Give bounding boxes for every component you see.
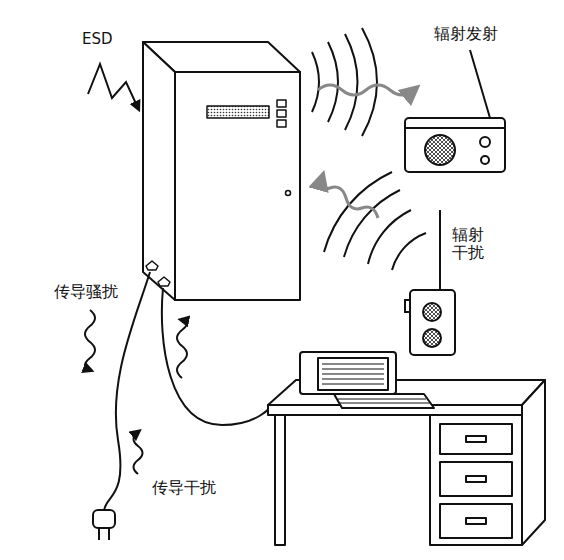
cabinet [143, 42, 300, 300]
walkie-talkie [405, 210, 455, 355]
interference-arrow [321, 178, 378, 218]
conducted-arrows [85, 310, 187, 474]
emission-arrow [318, 85, 414, 95]
emission-label: 辐射发射 [432, 24, 500, 43]
cables [104, 272, 302, 512]
conducted-interference-label: 传导干扰 [150, 478, 218, 497]
conducted-emission-label: 传导骚扰 [52, 282, 120, 301]
emission-waves [312, 28, 377, 136]
mains-plug [93, 510, 115, 540]
interference-label: 辐射 干扰 [450, 226, 489, 263]
computer [300, 352, 434, 408]
radio-receiver [405, 50, 505, 172]
esd-lightning [88, 64, 138, 108]
esd-label: ESD [80, 30, 115, 48]
desk [268, 380, 545, 545]
